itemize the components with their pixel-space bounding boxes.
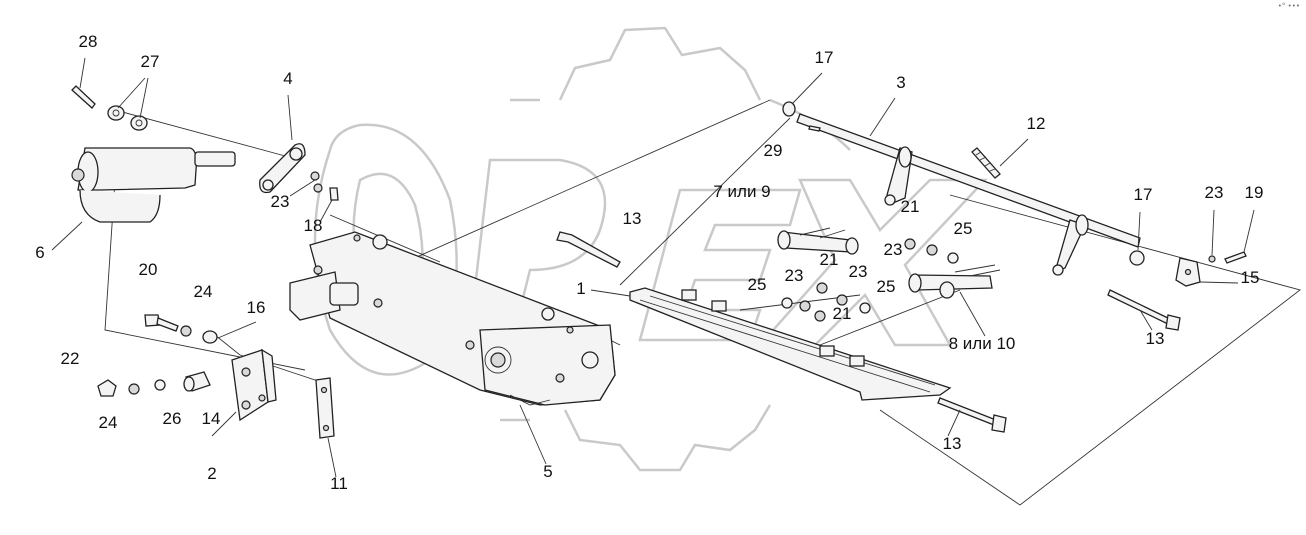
part-7-or-9-link: [777, 227, 859, 255]
part-13-bolt-b: [1107, 289, 1181, 331]
callout-c5: 5: [543, 462, 552, 481]
callout-c23a: 23: [271, 192, 290, 211]
callout-c23c: 23: [785, 266, 804, 285]
callout-c13c: 13: [943, 434, 962, 453]
part-4-lever: [259, 143, 306, 194]
callout-c21a: 21: [901, 197, 920, 216]
part-15-block: [1175, 257, 1201, 287]
part-8-or-10-link: [908, 264, 1001, 299]
part-11-plate: [315, 377, 335, 439]
part-22-nut: [97, 379, 117, 397]
callout-c26: 26: [163, 409, 182, 428]
callout-c29: 29: [764, 141, 783, 160]
callout-c3: 3: [896, 73, 905, 92]
callout-c24b: 24: [99, 413, 118, 432]
callout-c1: 1: [576, 279, 585, 298]
callout-c4: 4: [283, 69, 292, 88]
part-23-nut-right: [1208, 255, 1216, 263]
callout-c6: 6: [35, 243, 44, 262]
part-24-16-washers: [180, 325, 218, 344]
callout-c18: 18: [304, 216, 323, 235]
callout-c23b: 23: [884, 240, 903, 259]
part-23-18-fasteners-left: [310, 171, 339, 201]
callout-c21b: 21: [820, 250, 839, 269]
callout-c15: 15: [1241, 268, 1260, 287]
part-21-23-25-fasteners: [781, 238, 959, 322]
part-2-bracket: [231, 348, 277, 422]
part-12-spring: [971, 147, 1001, 179]
callout-c23d: 23: [849, 262, 868, 281]
callout-c22: 22: [61, 349, 80, 368]
part-6-cylinder-housing: [71, 147, 236, 223]
part-20-bolt: [144, 314, 179, 332]
part-1-frame-rail: [629, 287, 952, 401]
part-27-washers: [107, 105, 148, 131]
callout-c20: 20: [139, 260, 158, 279]
part-17-rings: [782, 101, 1145, 266]
callout-c7or9: 7 или 9: [713, 182, 770, 201]
callout-c13a: 13: [623, 209, 642, 228]
part-28-cotter-pin: [71, 85, 96, 109]
callout-c13b: 13: [1146, 329, 1165, 348]
callout-c25c: 25: [877, 277, 896, 296]
leader-lines: [51, 57, 1255, 478]
callout-c2: 2: [207, 464, 216, 483]
part-29-pin: [808, 125, 821, 132]
callout-c21c: 21: [833, 304, 852, 323]
callout-c19: 19: [1245, 183, 1264, 202]
part-19-bolt: [1224, 251, 1247, 264]
callout-c27: 27: [141, 52, 160, 71]
callout-c8or10: 8 или 10: [949, 334, 1016, 353]
part-13-bolt-a: [556, 231, 621, 268]
callout-c17b: 17: [1134, 185, 1153, 204]
part-24-26-washers-lower: [128, 379, 166, 395]
callout-c25b: 25: [748, 275, 767, 294]
callout-c24a: 24: [194, 282, 213, 301]
callout-c16: 16: [247, 298, 266, 317]
part-14-bushing: [183, 371, 211, 392]
part-5-main-housing: [289, 231, 616, 406]
callout-c11: 11: [330, 474, 348, 493]
callout-c25a: 25: [954, 219, 973, 238]
callout-c12: 12: [1027, 114, 1046, 133]
gear-watermark-icon: [500, 26, 851, 472]
callout-c28: 28: [79, 32, 98, 51]
part-13-bolt-c: [937, 397, 1007, 433]
corner-mark: •° •••: [1277, 2, 1300, 10]
callout-c17a: 17: [815, 48, 834, 67]
callout-c23e: 23: [1205, 183, 1224, 202]
callout-c14: 14: [202, 409, 221, 428]
